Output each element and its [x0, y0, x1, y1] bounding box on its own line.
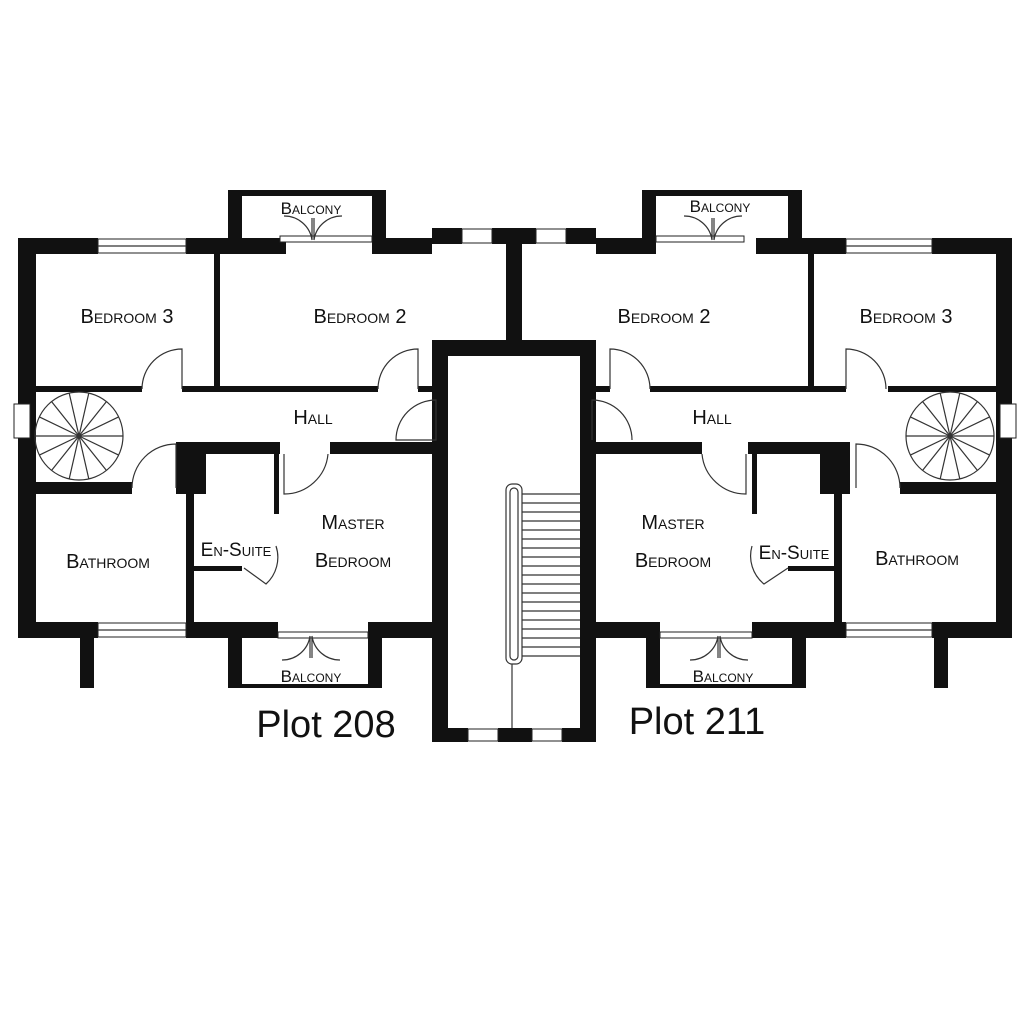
balcony-bottom-right-wall-b	[792, 622, 806, 688]
wall-party	[506, 228, 522, 356]
wall-bed-hall-right-c	[596, 386, 610, 392]
wall-bed-hall-left-b	[182, 386, 378, 392]
label-bedroom-3-left: Bedroom 3	[80, 306, 173, 328]
label-master-left: Master	[321, 512, 384, 534]
wall-top-left-c	[372, 238, 432, 254]
label-ensuite-left: En-Suite	[201, 540, 272, 561]
doors	[131, 348, 901, 585]
window-stair-left	[13, 403, 31, 439]
wall-ensuite-bottom-left	[194, 566, 242, 571]
wall-bed3-hall-right-a	[888, 386, 996, 392]
wall-column-right	[820, 442, 850, 494]
wall-bottom-left-a	[18, 622, 98, 638]
spiral-stair-right	[905, 391, 995, 481]
wall-top-right-a	[932, 238, 1012, 254]
wall-hall-master-left-b	[330, 442, 432, 454]
wall-bed3-bed2-left	[214, 254, 220, 388]
wall-bottom-right-a	[932, 622, 1012, 638]
wall-bottom-right-leg	[934, 622, 948, 688]
wall-bottom-left-leg	[80, 622, 94, 688]
wall-top-right-d	[566, 228, 596, 244]
wall-bottom-right-c	[596, 622, 660, 638]
label-bathroom-left: Bathroom	[66, 551, 150, 573]
window-top-right	[535, 228, 567, 244]
wall-bed-hall-left-c	[418, 386, 432, 392]
balcony-top-right-wall-a	[642, 190, 656, 254]
wall-master-ensuite-right	[752, 454, 757, 514]
label-hall-left: Hall	[293, 407, 333, 429]
windows	[13, 228, 1017, 742]
wall-bed-hall-right-b	[650, 386, 846, 392]
label-balcony-bottom-right: Balcony	[693, 667, 754, 686]
wall-bed3-hall-left-a	[36, 386, 142, 392]
label-master-bedroom-right: Bedroom	[635, 550, 711, 572]
balcony-bottom-right-wall-a	[646, 622, 660, 688]
spiral-stair-left	[34, 391, 124, 481]
wall-hall-bath-left	[36, 482, 132, 494]
label-balcony-top-right: Balcony	[690, 197, 751, 216]
balcony-doors	[277, 215, 753, 661]
balcony-bottom-left-wall-a	[228, 622, 242, 688]
plot-label-left: Plot 208	[256, 704, 395, 746]
label-bedroom-2-right: Bedroom 2	[617, 306, 710, 328]
wall-top-left-d	[432, 228, 462, 244]
stair-wall-bottom-a	[432, 728, 468, 742]
window-stair-bottom-left	[467, 728, 499, 742]
wall-bed2-bed3-right	[808, 254, 814, 388]
stair-wall-right	[580, 340, 596, 742]
window-top-left	[461, 228, 493, 244]
balcony-bottom-right-rail	[646, 684, 806, 688]
wall-hall-bath-right	[900, 482, 996, 494]
wall-ensuite-bottom-right	[788, 566, 834, 571]
wall-ensuite-master-left	[274, 454, 279, 514]
wall-top-left-a	[18, 238, 98, 254]
main-stair	[505, 483, 580, 728]
label-ensuite-right: En-Suite	[759, 543, 830, 564]
wall-bottom-right-b	[752, 622, 846, 638]
wall-ensuite-bath-right	[834, 494, 842, 630]
room-labels: Bedroom 3 Bedroom 2 Hall Bathroom En-Sui…	[66, 197, 959, 686]
balcony-bottom-left-rail	[228, 684, 382, 688]
label-balcony-bottom-left: Balcony	[281, 667, 342, 686]
plot-label-right: Plot 211	[629, 701, 766, 743]
label-bedroom-3-right: Bedroom 3	[859, 306, 952, 328]
wall-top-right-c	[596, 238, 656, 254]
window-stair-bottom-right	[531, 728, 563, 742]
walls	[18, 190, 1012, 742]
window-stair-right	[999, 403, 1017, 439]
stair-wall-bottom-b	[498, 728, 532, 742]
label-master-bedroom-left: Bedroom	[315, 550, 391, 572]
label-balcony-top-left: Balcony	[281, 199, 342, 218]
label-bedroom-2-left: Bedroom 2	[313, 306, 406, 328]
balcony-top-right-rail	[642, 190, 802, 196]
stair-wall-bottom-c	[562, 728, 596, 742]
wall-hall-master-left-a	[190, 442, 280, 454]
label-master-right: Master	[641, 512, 704, 534]
label-bathroom-right: Bathroom	[875, 548, 959, 570]
wall-hall-master-right-a	[596, 442, 702, 454]
wall-top-right-b	[756, 238, 846, 254]
balcony-bottom-left-wall-b	[368, 622, 382, 688]
balcony-top-left-wall-a	[228, 190, 242, 254]
wall-bath-ensuite-left	[186, 494, 194, 630]
stair-wall-top	[432, 340, 596, 356]
wall-bottom-left-c	[368, 622, 432, 638]
label-hall-right: Hall	[692, 407, 732, 429]
balcony-top-left-rail	[228, 190, 386, 196]
